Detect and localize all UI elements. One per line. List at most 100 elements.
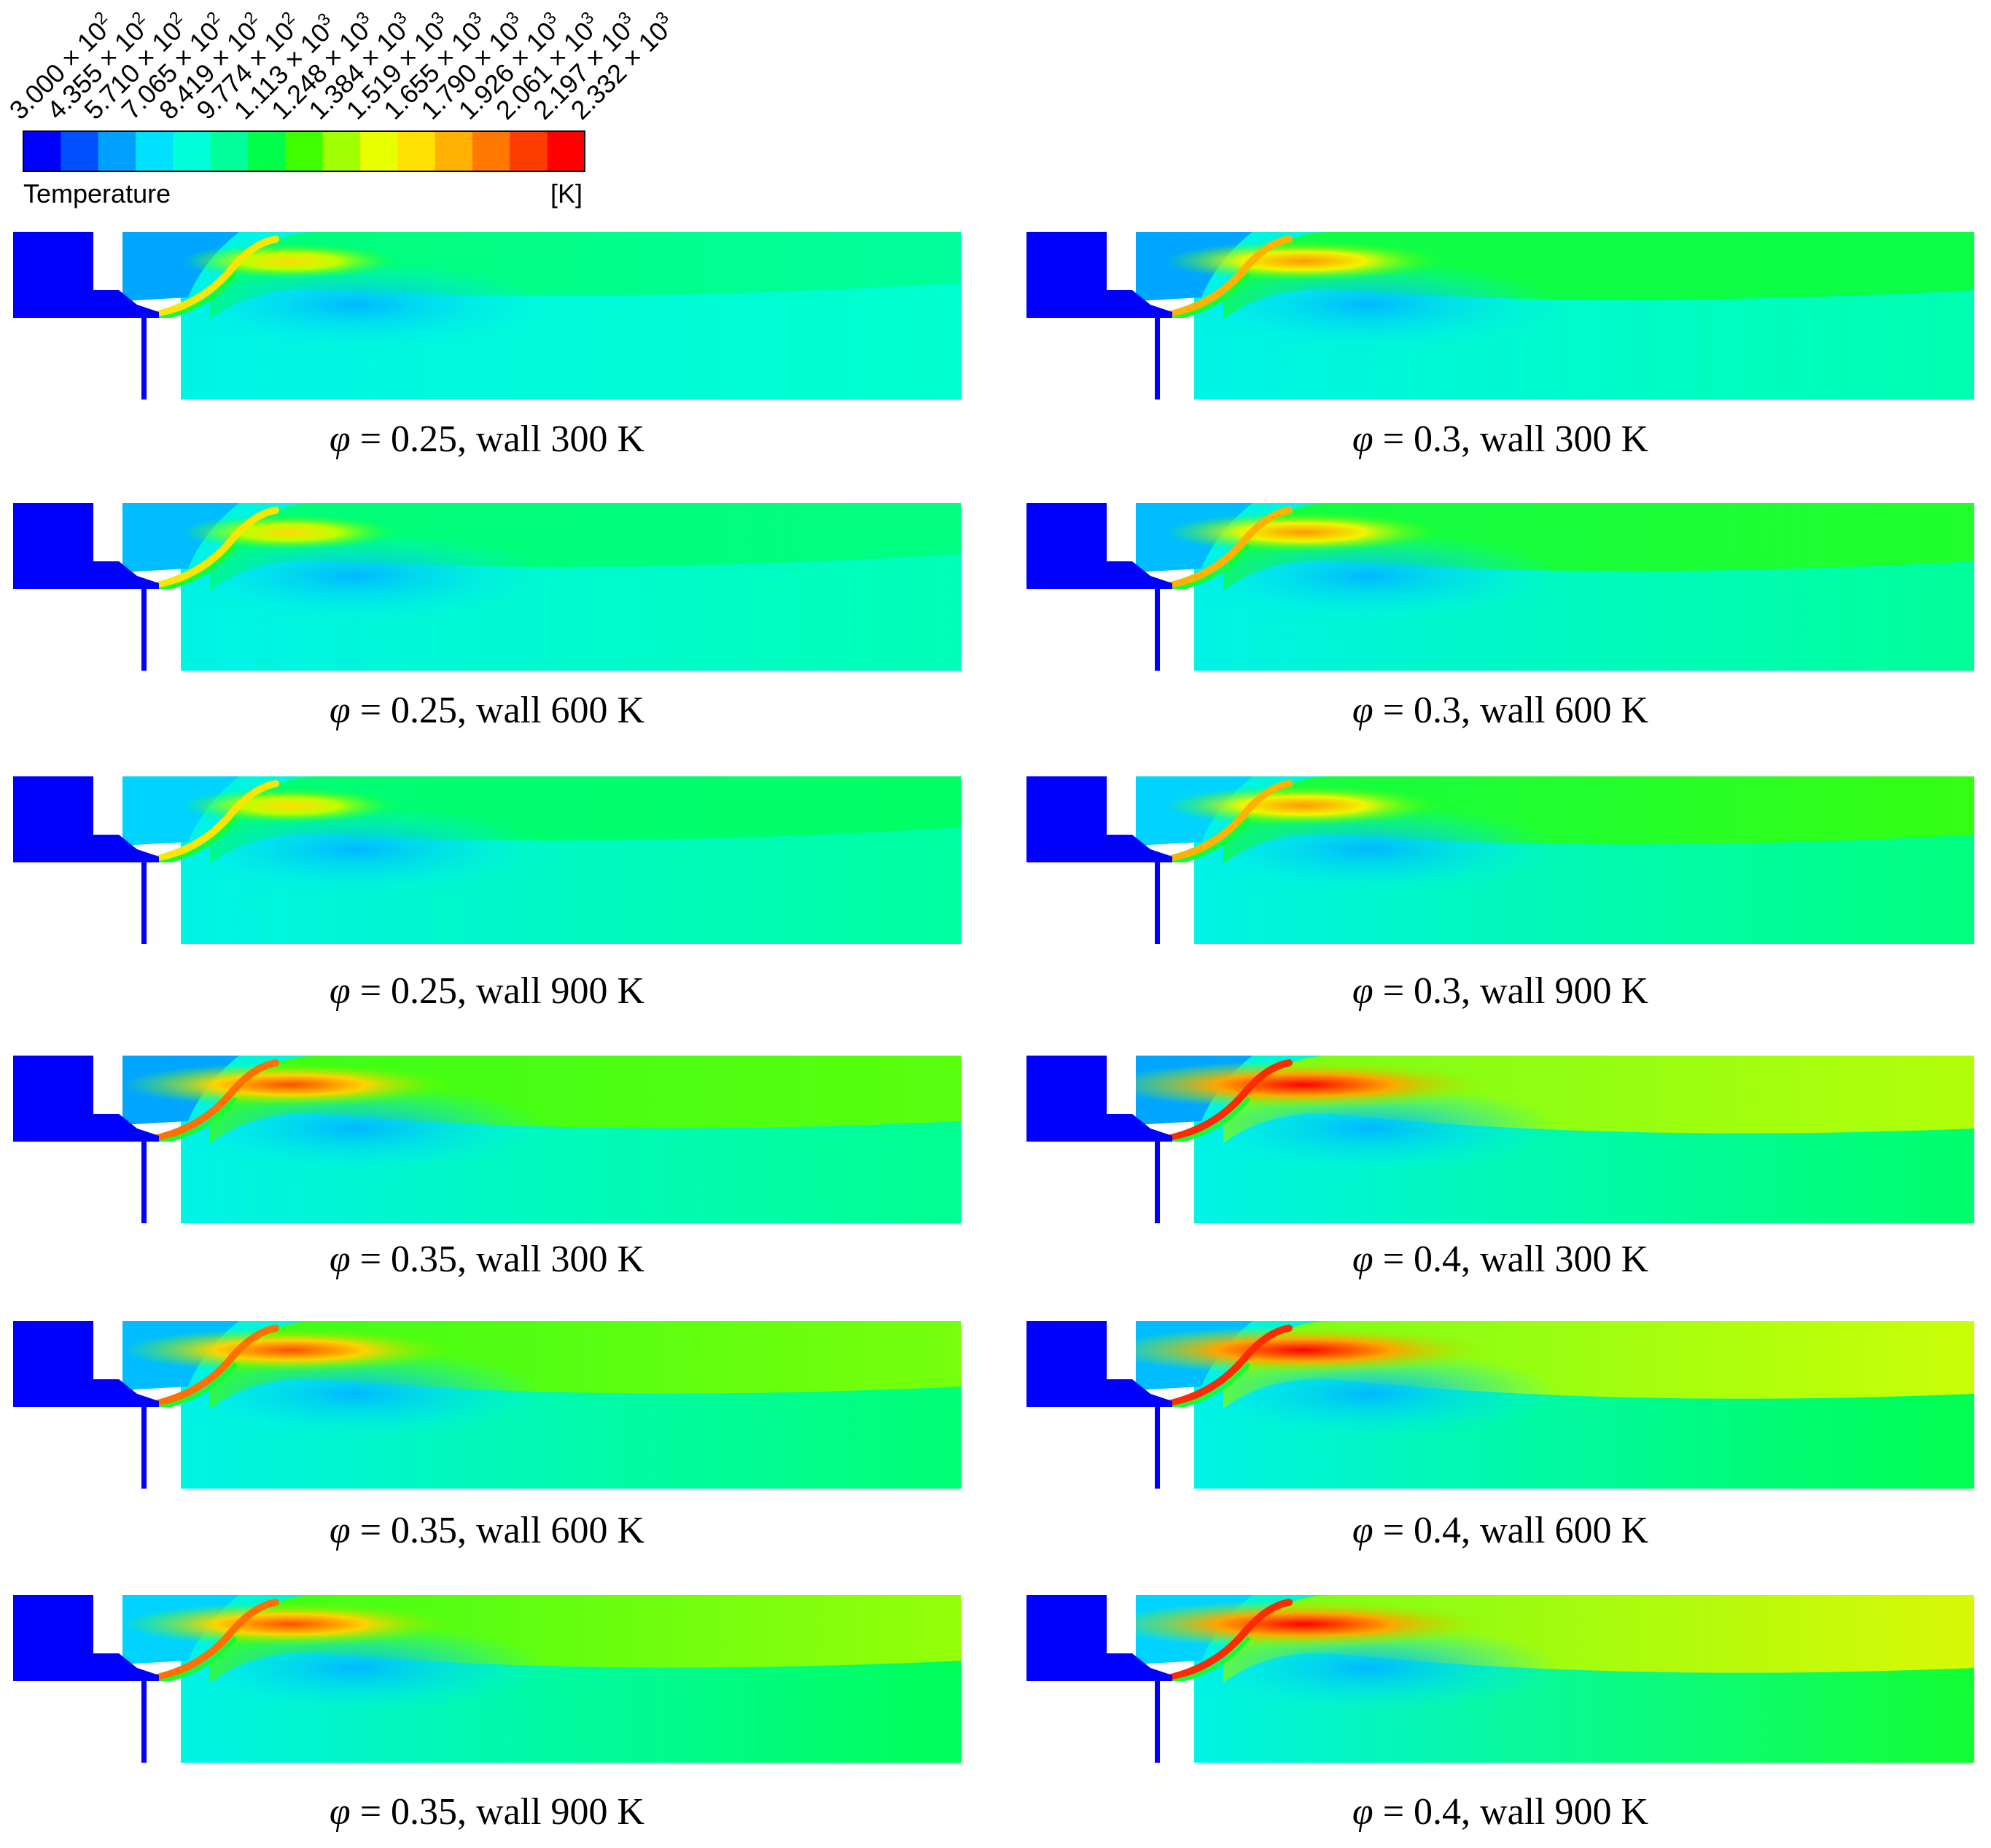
inlet-channel <box>1026 1379 1172 1407</box>
temperature-contour-plot <box>13 1056 961 1223</box>
panel-caption: φ = 0.25, wall 900 K <box>13 970 961 1013</box>
panel-caption: φ = 0.4, wall 600 K <box>1026 1509 1974 1552</box>
temperature-contour-plot <box>1026 1321 1974 1489</box>
contour-panel: φ = 0.4, wall 600 K <box>1026 1321 1974 1562</box>
injector-slot <box>1155 318 1160 399</box>
step-gap <box>93 1321 122 1378</box>
step-gap <box>93 1056 122 1112</box>
caption-text: = 0.35, wall 300 K <box>350 1239 645 1280</box>
caption-text: = 0.3, wall 300 K <box>1373 418 1649 460</box>
caption-text: = 0.4, wall 900 K <box>1373 1791 1649 1833</box>
step-gap <box>1107 232 1136 289</box>
flame-core <box>1165 512 1442 553</box>
injector-slot <box>1155 1142 1160 1223</box>
caption-phi: φ <box>1352 970 1374 1012</box>
caption-phi: φ <box>1352 1791 1374 1833</box>
recirculation-zone <box>166 261 545 348</box>
flame-front <box>1161 1599 1293 1683</box>
flame-front <box>1161 1059 1293 1143</box>
caption-phi: φ <box>329 970 351 1012</box>
colorbar-segment <box>248 131 286 171</box>
colorbar-segment <box>173 131 211 171</box>
legend-unit: [K] <box>550 179 583 208</box>
inlet-channel <box>13 835 159 862</box>
colorbar-segment <box>435 131 473 171</box>
panel-caption: φ = 0.35, wall 600 K <box>13 1509 961 1552</box>
recirculation-zone <box>166 1085 545 1172</box>
colorbar-segment <box>397 131 436 171</box>
panel-caption: φ = 0.3, wall 300 K <box>1026 418 1974 461</box>
caption-text: = 0.25, wall 300 K <box>350 418 645 460</box>
inlet-channel <box>1026 290 1172 318</box>
colorbar-segment <box>210 131 249 171</box>
injector-slot <box>1155 589 1160 671</box>
panel-caption: φ = 0.25, wall 300 K <box>13 418 961 461</box>
injector-slot <box>1155 862 1160 944</box>
inlet-channel <box>13 1379 159 1407</box>
lower-blank <box>13 318 181 399</box>
caption-phi: φ <box>329 418 351 460</box>
step-gap <box>1107 1595 1136 1652</box>
flame-front <box>148 1325 279 1408</box>
contour-panel: φ = 0.4, wall 300 K <box>1026 1056 1974 1296</box>
step-gap <box>1107 1056 1136 1112</box>
recirculation-zone <box>166 1624 545 1712</box>
contour-panel: φ = 0.35, wall 600 K <box>13 1321 961 1562</box>
inlet-channel <box>13 1653 159 1681</box>
recirculation-zone <box>166 532 545 620</box>
injector-slot <box>141 589 147 671</box>
colorbar-segment <box>61 131 99 171</box>
flame-front-edge <box>155 1096 238 1145</box>
step-gap <box>93 232 122 289</box>
temperature-contour-plot <box>13 232 961 399</box>
step-gap <box>93 776 122 833</box>
flame-core <box>181 243 400 279</box>
temperature-contour-plot <box>13 1595 961 1763</box>
recirculation-zone <box>1180 806 1559 893</box>
contour-panel: φ = 0.35, wall 300 K <box>13 1056 961 1296</box>
contour-panel: φ = 0.3, wall 300 K <box>1026 232 1974 472</box>
flame-core <box>1107 1600 1500 1648</box>
recirculation-zone <box>166 806 545 893</box>
inlet-channel <box>1026 1114 1172 1142</box>
panel-caption: φ = 0.35, wall 300 K <box>13 1238 961 1281</box>
caption-phi: φ <box>1352 1510 1374 1551</box>
panel-caption: φ = 0.35, wall 900 K <box>13 1790 961 1833</box>
shear-layer <box>210 232 961 319</box>
flame-core <box>122 1327 458 1373</box>
contour-panel: φ = 0.3, wall 600 K <box>1026 503 1974 744</box>
flame-core <box>1165 241 1442 281</box>
flame-front-edge <box>1168 1096 1251 1145</box>
colorbar-segment <box>547 131 585 171</box>
temperature-contour-plot <box>1026 232 1974 399</box>
caption-text: = 0.4, wall 600 K <box>1373 1510 1649 1551</box>
temperature-contour-plot <box>1026 1056 1974 1223</box>
caption-phi: φ <box>1352 418 1374 460</box>
colorbar-segment <box>98 131 136 171</box>
inlet-channel <box>1026 561 1172 589</box>
injector-slot <box>141 1142 147 1223</box>
colorbar-segment <box>136 131 174 171</box>
inlet-channel <box>1026 835 1172 862</box>
flame-front <box>1161 1325 1293 1408</box>
colorbar-segment <box>510 131 548 171</box>
shear-layer <box>210 503 961 590</box>
flame-core <box>1165 785 1442 826</box>
injector-slot <box>141 862 147 944</box>
flame-front <box>148 780 279 864</box>
panel-caption: φ = 0.25, wall 600 K <box>13 689 961 732</box>
flame-front <box>1161 780 1293 864</box>
caption-phi: φ <box>1352 690 1374 731</box>
caption-text: = 0.4, wall 300 K <box>1373 1239 1649 1280</box>
temperature-contour-plot <box>13 1321 961 1489</box>
contour-panel: φ = 0.4, wall 900 K <box>1026 1595 1974 1836</box>
contour-panel: φ = 0.25, wall 900 K <box>13 776 961 1017</box>
step-gap <box>1107 503 1136 560</box>
recirculation-zone <box>1180 261 1559 348</box>
colorbar-frame <box>23 130 585 172</box>
caption-phi: φ <box>329 1239 351 1280</box>
recirculation-zone <box>166 1350 545 1438</box>
colorbar-segment <box>472 131 510 171</box>
lower-blank <box>1026 318 1194 399</box>
